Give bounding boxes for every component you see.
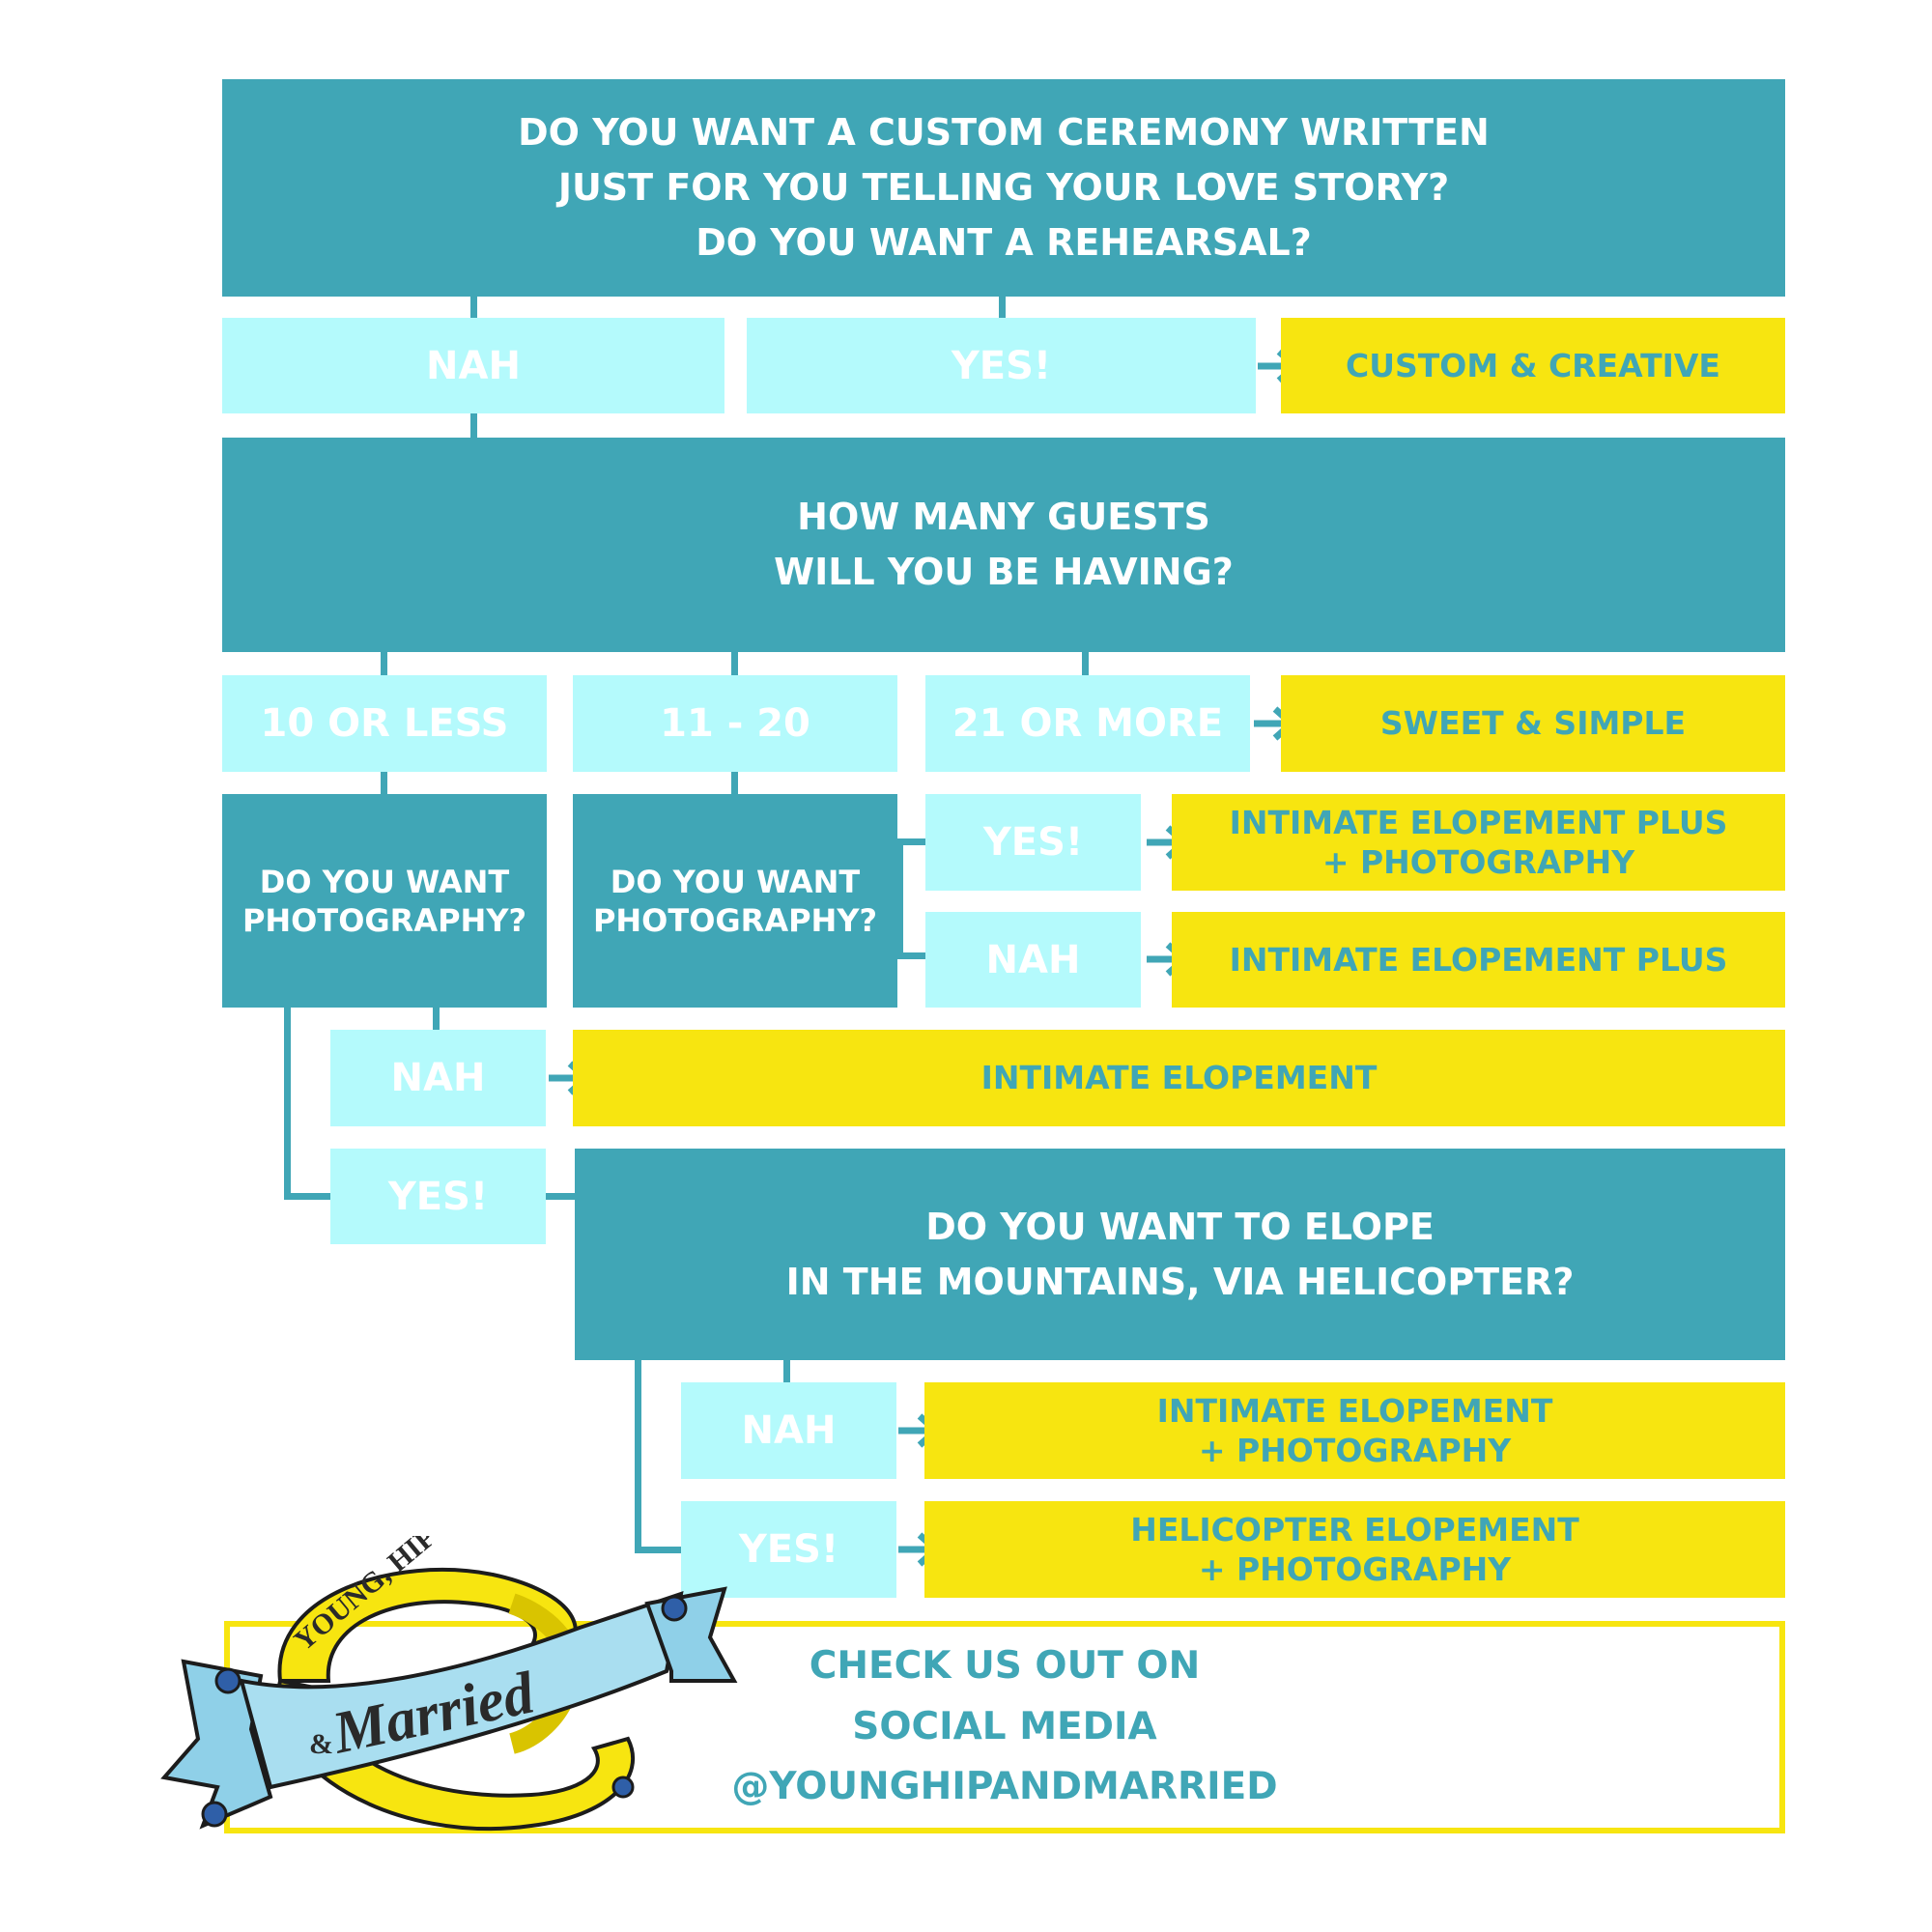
answer-11-20: 11 - 20 (573, 675, 897, 772)
question-line: DO YOU WANT (610, 863, 861, 900)
answer-yes: YES! (747, 318, 1256, 413)
connector (999, 297, 1006, 318)
answer-21-or-more: 21 OR MORE (925, 675, 1250, 772)
question-photography-mid: DO YOU WANT PHOTOGRAPHY? (573, 794, 897, 1008)
result-intimate-elopement-plus: INTIMATE ELOPEMENT PLUS (1172, 912, 1785, 1008)
connector (783, 1360, 790, 1382)
connector (731, 772, 738, 794)
connector (896, 838, 903, 959)
answer-nah: NAH (330, 1030, 546, 1126)
question-line: WILL YOU BE HAVING? (774, 551, 1234, 593)
answer-nah: NAH (925, 912, 1141, 1008)
social-line: SOCIAL MEDIA (852, 1704, 1157, 1748)
logo-text-ampersand: & (309, 1728, 333, 1760)
young-hip-married-logo: YOUNG, HIP & Married (160, 1536, 738, 1832)
result-intimate-elopement: INTIMATE ELOPEMENT (573, 1030, 1785, 1126)
question-helicopter: DO YOU WANT TO ELOPE IN THE MOUNTAINS, V… (575, 1149, 1785, 1360)
connector (635, 1547, 681, 1553)
result-line: INTIMATE ELOPEMENT (1156, 1391, 1553, 1430)
question-line: DO YOU WANT A CUSTOM CEREMONY WRITTEN (518, 111, 1490, 154)
question-photography-small: DO YOU WANT PHOTOGRAPHY? (222, 794, 547, 1008)
question-line: DO YOU WANT TO ELOPE (925, 1205, 1435, 1248)
question-line: IN THE MOUNTAINS, VIA HELICOPTER? (785, 1260, 1575, 1303)
question-line: JUST FOR YOU TELLING YOUR LOVE STORY? (557, 166, 1450, 209)
answer-yes: YES! (925, 794, 1141, 891)
answer-yes: YES! (681, 1501, 896, 1598)
result-line: + PHOTOGRAPHY (1198, 1432, 1512, 1469)
result-sweet-simple: SWEET & SIMPLE (1281, 675, 1785, 772)
connector (546, 1193, 575, 1200)
result-helicopter-elopement-photography: HELICOPTER ELOPEMENT + PHOTOGRAPHY (924, 1501, 1785, 1598)
result-line: INTIMATE ELOPEMENT PLUS (1229, 803, 1728, 841)
connector (731, 652, 738, 675)
connector (284, 1193, 330, 1200)
question-line: HOW MANY GUESTS (797, 496, 1210, 538)
connector (635, 1360, 641, 1553)
question-line: DO YOU WANT A REHEARSAL? (696, 221, 1312, 264)
question-line: PHOTOGRAPHY? (242, 901, 527, 939)
result-line: HELICOPTER ELOPEMENT (1130, 1510, 1579, 1548)
social-line[interactable]: @YOUNGHIPANDMARRIED (731, 1765, 1278, 1809)
connector (381, 652, 387, 675)
question-custom-ceremony: DO YOU WANT A CUSTOM CEREMONY WRITTEN JU… (222, 79, 1785, 297)
answer-yes: YES! (330, 1149, 546, 1244)
connector (381, 772, 387, 794)
connector (284, 1008, 291, 1199)
result-intimate-elopement-plus-photography: INTIMATE ELOPEMENT PLUS + PHOTOGRAPHY (1172, 794, 1785, 891)
question-guest-count: HOW MANY GUESTS WILL YOU BE HAVING? (222, 438, 1785, 652)
result-custom-creative: CUSTOM & CREATIVE (1281, 318, 1785, 413)
result-line: + PHOTOGRAPHY (1321, 843, 1635, 881)
connector (896, 838, 925, 845)
connector (896, 952, 925, 959)
social-line: CHECK US OUT ON (809, 1644, 1201, 1689)
connector (470, 413, 477, 438)
answer-nah: NAH (681, 1382, 896, 1479)
answer-10-or-less: 10 OR LESS (222, 675, 547, 772)
result-line: + PHOTOGRAPHY (1198, 1550, 1512, 1588)
question-line: DO YOU WANT (259, 863, 510, 900)
answer-nah: NAH (222, 318, 724, 413)
connector (470, 297, 477, 318)
question-line: PHOTOGRAPHY? (592, 901, 878, 939)
connector (433, 1008, 440, 1030)
result-intimate-elopement-photography: INTIMATE ELOPEMENT + PHOTOGRAPHY (924, 1382, 1785, 1479)
connector (1082, 652, 1089, 675)
